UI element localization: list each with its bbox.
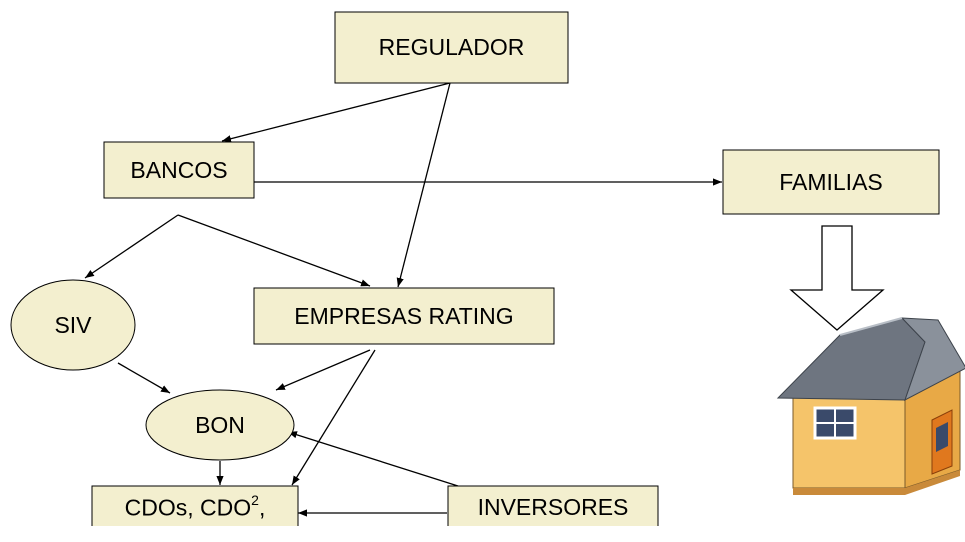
node-familias: FAMILIAS — [723, 150, 939, 214]
edge-bancos-siv — [84, 214, 179, 279]
node-bancos-shape — [103, 141, 255, 199]
edge-regulador-empresas — [396, 82, 451, 288]
node-regulador-shape — [334, 11, 569, 84]
node-siv-shape — [10, 279, 136, 371]
edge-empresas-bon — [275, 349, 371, 391]
node-familias-label: FAMILIAS — [779, 168, 883, 195]
node-empresas-rating-label: EMPRESAS RATING — [294, 302, 514, 329]
node-regulador-label: REGULADOR — [378, 34, 525, 60]
node-cdos-label-sup: 2 — [251, 492, 259, 508]
node-empresas-rating: EMPRESAS RATING — [254, 288, 554, 344]
down-block-arrow-icon — [789, 225, 885, 331]
edge-bancos-empresas — [177, 214, 371, 287]
edge-empresas-cdos — [291, 349, 376, 486]
edge-regulador-bancos — [221, 82, 451, 143]
node-inversores-label: INVERSORES — [477, 494, 629, 520]
node-empresas-shape — [253, 287, 555, 345]
node-cdos-label-suffix: , — [258, 494, 266, 521]
node-bon-label: BON — [195, 412, 245, 438]
node-cdos-label: CDOs, CDO2, — [124, 492, 266, 522]
node-bancos: BANCOS — [104, 142, 254, 198]
node-regulador: REGULADOR — [335, 12, 568, 83]
node-cdos: CDOs, CDO2, — [92, 486, 298, 542]
house-icon — [776, 317, 965, 495]
node-bon: BON — [146, 390, 294, 461]
diagram-canvas — [10, 11, 965, 526]
node-bon-shape — [145, 389, 295, 461]
node-familias-shape — [722, 149, 940, 215]
node-cdos-label-prefix: CDOs, CDO — [124, 494, 252, 521]
edge-siv-bon — [117, 362, 171, 394]
node-cdos-shape — [91, 485, 299, 526]
edge-inversores-bon — [287, 431, 459, 487]
node-inversores: INVERSORES — [448, 486, 658, 542]
node-inversores-shape — [447, 485, 659, 526]
node-siv: SIV — [11, 280, 135, 370]
node-bancos-label: BANCOS — [130, 156, 228, 183]
node-siv-label: SIV — [54, 311, 92, 338]
